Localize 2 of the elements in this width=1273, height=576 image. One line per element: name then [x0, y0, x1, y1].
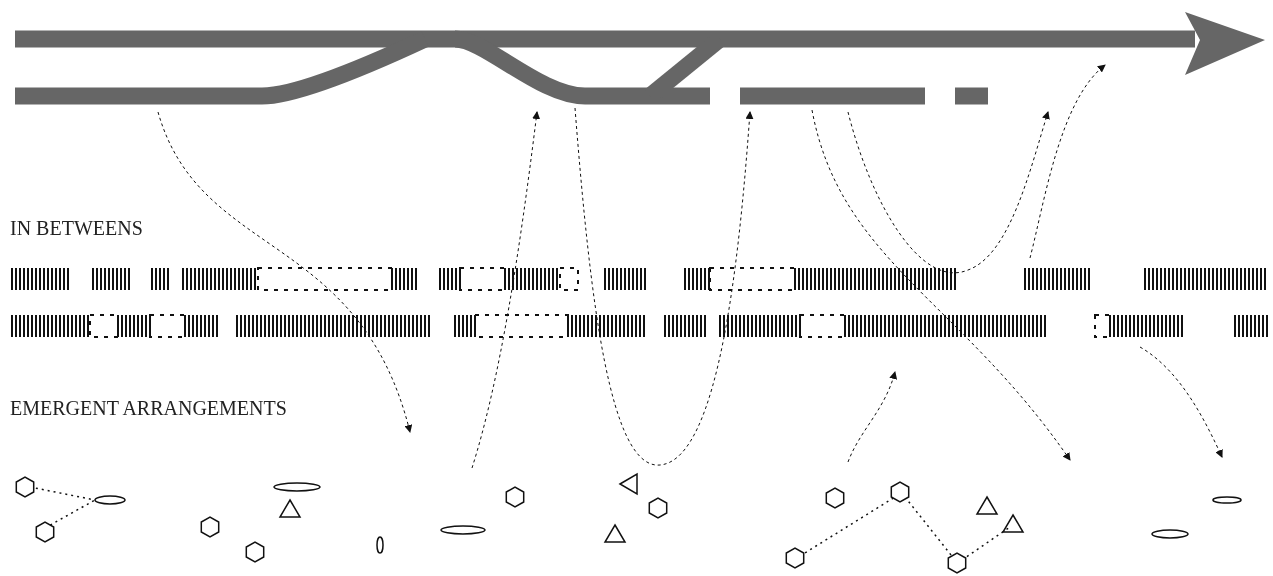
section-heading: EMERGENT ARRANGEMENTS [10, 398, 287, 418]
section-heading: IN BETWEENS [10, 218, 143, 238]
